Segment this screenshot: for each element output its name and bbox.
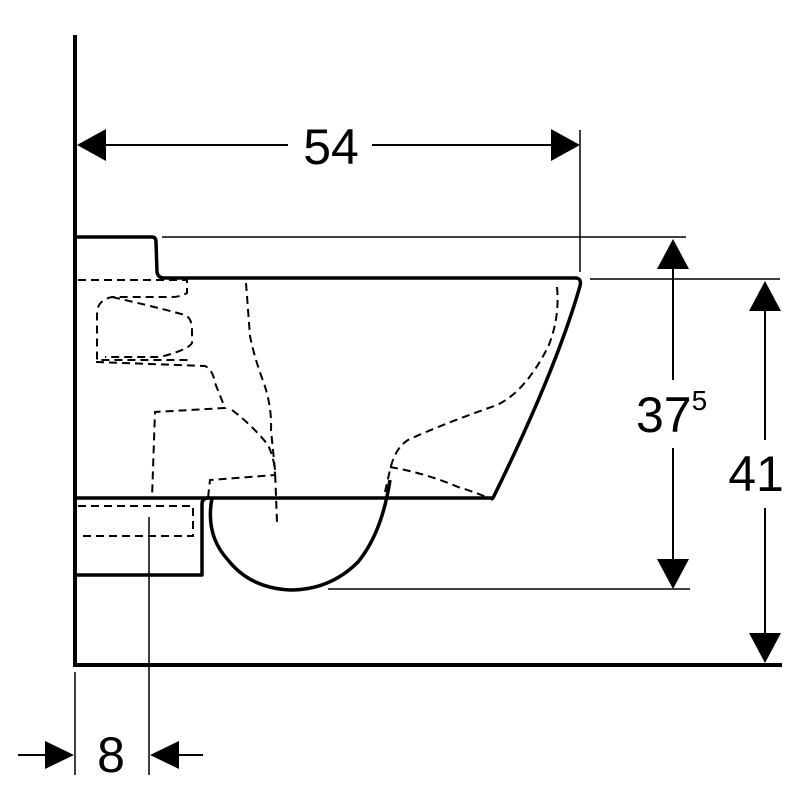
hidden-bowl-floor bbox=[389, 466, 494, 501]
dimension-54-arrow-right bbox=[551, 129, 580, 161]
hidden-trap bbox=[95, 361, 227, 499]
dimension-41-arrow-top bbox=[749, 281, 781, 311]
wall-and-floor bbox=[73, 35, 782, 667]
dimension-54-label: 54 bbox=[303, 119, 359, 175]
hidden-inlet bbox=[78, 279, 190, 361]
dimension-37-superscript: 5 bbox=[692, 385, 708, 416]
dimension-54-arrow-left bbox=[77, 129, 106, 161]
dimension-41-label: 41 bbox=[728, 446, 784, 502]
hidden-pipe bbox=[105, 296, 193, 358]
hidden-siphon bbox=[245, 282, 278, 523]
seat-top-outline bbox=[75, 235, 583, 577]
hidden-flush bbox=[207, 409, 277, 499]
dimension-37-label: 375 bbox=[636, 385, 707, 443]
bowl-underside-outline bbox=[208, 479, 392, 592]
dimension-8-label: 8 bbox=[97, 727, 125, 783]
dimension-37-arrow-bottom bbox=[657, 559, 689, 589]
dimension-41-arrow-bottom bbox=[749, 633, 781, 663]
toilet-outline bbox=[75, 235, 583, 592]
dimension-lines bbox=[18, 129, 781, 769]
hidden-lines bbox=[78, 279, 559, 537]
dimension-37-arrow-top bbox=[657, 239, 689, 269]
reference-lines bbox=[74, 130, 780, 775]
dimension-37-main: 37 bbox=[636, 387, 692, 443]
dimension-8-arrow-left bbox=[45, 741, 74, 769]
hidden-bowl-inner bbox=[384, 286, 559, 493]
hidden-outlet bbox=[78, 505, 194, 537]
dimension-8-arrow-right bbox=[150, 741, 179, 769]
